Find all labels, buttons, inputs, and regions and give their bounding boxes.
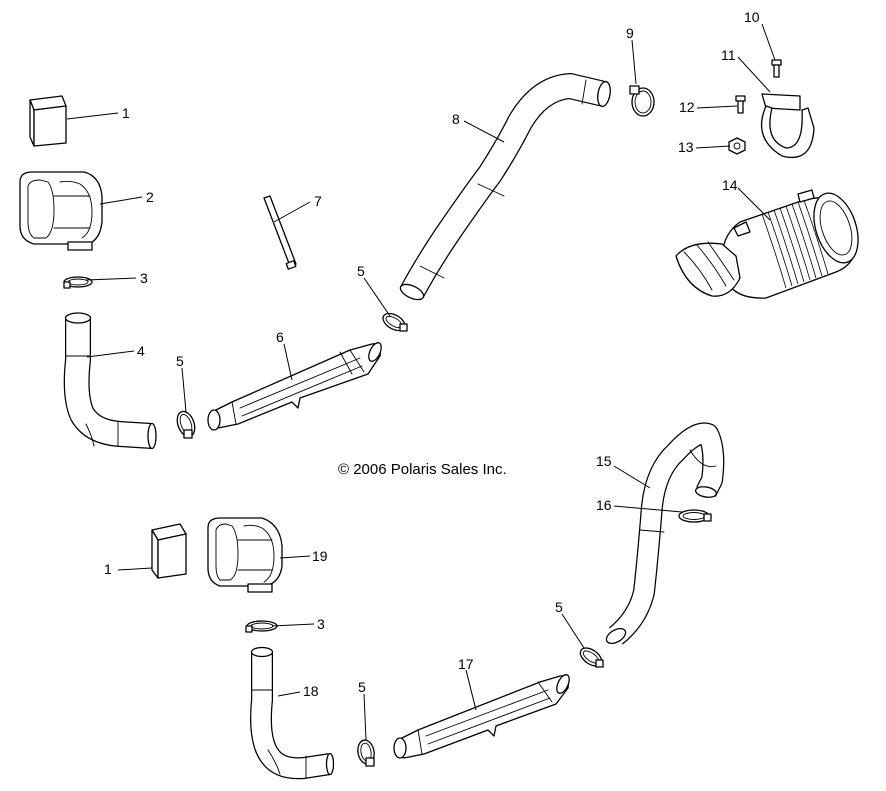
part-15-hose [605, 422, 725, 645]
callout-4: 4 [137, 343, 145, 359]
part-10-bolt [771, 59, 782, 78]
part-17-intake-duct [393, 674, 570, 759]
callout-9: 9 [626, 25, 634, 41]
part-7-tube [263, 195, 297, 270]
part-5-clamp-a [176, 410, 196, 439]
part-1-foam-block-bottom [151, 523, 187, 579]
callout-16: 16 [596, 497, 612, 513]
callout-18: 18 [303, 683, 319, 699]
callout-5-c: 5 [358, 679, 366, 695]
callout-12: 12 [679, 99, 695, 115]
part-16-clamp [678, 509, 712, 523]
part-11-bracket [760, 93, 815, 158]
part-18-hose-elbow-bottom [250, 646, 335, 780]
callout-19: 19 [312, 548, 328, 564]
part-2-airbox-top [19, 171, 103, 251]
part-14-air-filter-assembly [675, 189, 859, 299]
callout-3-bottom: 3 [317, 616, 325, 632]
callout-1-top: 1 [122, 105, 130, 121]
callout-7: 7 [314, 193, 322, 209]
part-4-hose-elbow-top [63, 312, 157, 450]
callout-11: 11 [721, 47, 736, 63]
part-5-clamp-d [579, 647, 604, 668]
part-3-clamp-top [63, 276, 93, 289]
copyright-notice: © 2006 Polaris Sales Inc. [338, 461, 507, 478]
callout-1-bottom: 1 [104, 561, 112, 577]
part-8-long-hose [399, 73, 611, 301]
callout-6: 6 [276, 329, 284, 345]
part-19-airbox-bottom [207, 517, 283, 593]
part-1-foam-block-top [29, 95, 67, 147]
callout-3-top: 3 [140, 270, 148, 286]
part-13-nut [728, 137, 746, 155]
part-5-clamp-c [357, 739, 375, 767]
callout-10: 10 [744, 9, 760, 25]
part-5-clamp-b [382, 312, 408, 332]
callout-5-a: 5 [176, 353, 184, 369]
part-6-intake-duct [207, 342, 382, 431]
callout-17: 17 [458, 656, 474, 672]
callout-13: 13 [678, 139, 694, 155]
callout-labels: 1 2 3 4 5 6 7 5 8 9 10 11 12 13 14 © 200… [104, 9, 760, 699]
callout-5-b: 5 [357, 263, 365, 279]
part-9-clamp [629, 85, 655, 117]
callout-2: 2 [146, 189, 154, 205]
part-3-clamp-bottom [245, 620, 278, 633]
callout-15: 15 [596, 453, 612, 469]
part-12-bolt [735, 95, 746, 114]
leader-lines [66, 23, 776, 741]
callout-8: 8 [452, 111, 460, 127]
callout-5-d: 5 [555, 599, 563, 615]
callout-14: 14 [722, 177, 738, 193]
